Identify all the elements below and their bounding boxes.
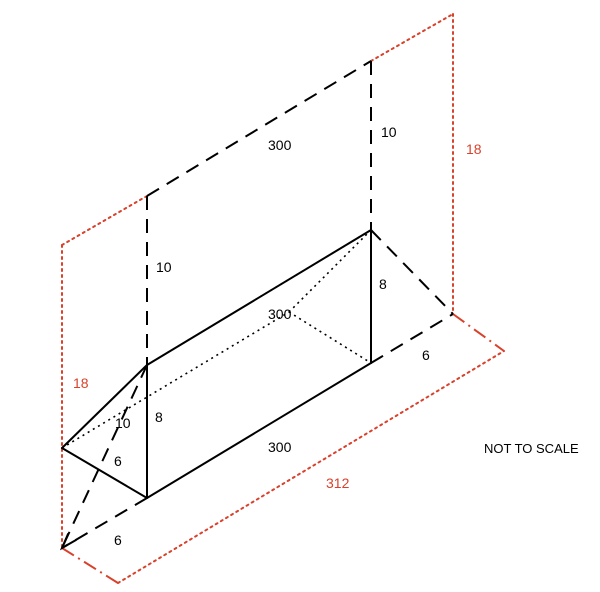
dash-top-length [146,60,372,197]
hidden-edges [61,229,372,449]
label-total-height-left: 18 [73,375,89,391]
not-to-scale-note: NOT TO SCALE [484,441,579,456]
label-back-base-half: 6 [422,347,430,363]
dash-front-slant [61,364,148,549]
red-back-corner-tick [452,313,505,352]
label-bottom-length: 300 [268,439,292,455]
edge-top-ridge [146,229,372,366]
red-extension-lines [61,13,505,584]
hidden-edge-base [61,311,290,449]
edge-front-base [61,447,148,499]
label-middle-length: 300 [268,306,292,322]
red-total-length-line [117,350,505,584]
red-top-left-slant [61,195,148,246]
label-front-height: 10 [156,259,172,275]
label-top-length: 300 [268,137,292,153]
hidden-edge-back-top [288,229,372,313]
dash-back-slope [370,229,454,315]
label-front-base-half: 6 [114,453,122,469]
label-total-length: 312 [326,475,350,491]
dimension-labels: 300 10 10 8 300 6 8 10 6 300 6 18 18 312… [73,124,579,548]
dash-back-base [370,313,454,364]
label-front-prism-height: 8 [155,409,163,425]
label-total-height-right: 18 [466,141,482,157]
hidden-edge-back-bottom [288,311,372,364]
edge-front-slope [61,364,148,449]
label-front-bottom-half: 6 [114,532,122,548]
label-back-height: 10 [381,124,397,140]
red-front-corner-tick [61,547,119,584]
red-top-right-slant [370,13,454,62]
label-slant-front: 10 [115,415,131,431]
arrowhead [59,533,77,551]
visible-edges [61,229,372,499]
label-back-prism-height: 8 [379,276,387,292]
edge-bottom [146,362,372,499]
